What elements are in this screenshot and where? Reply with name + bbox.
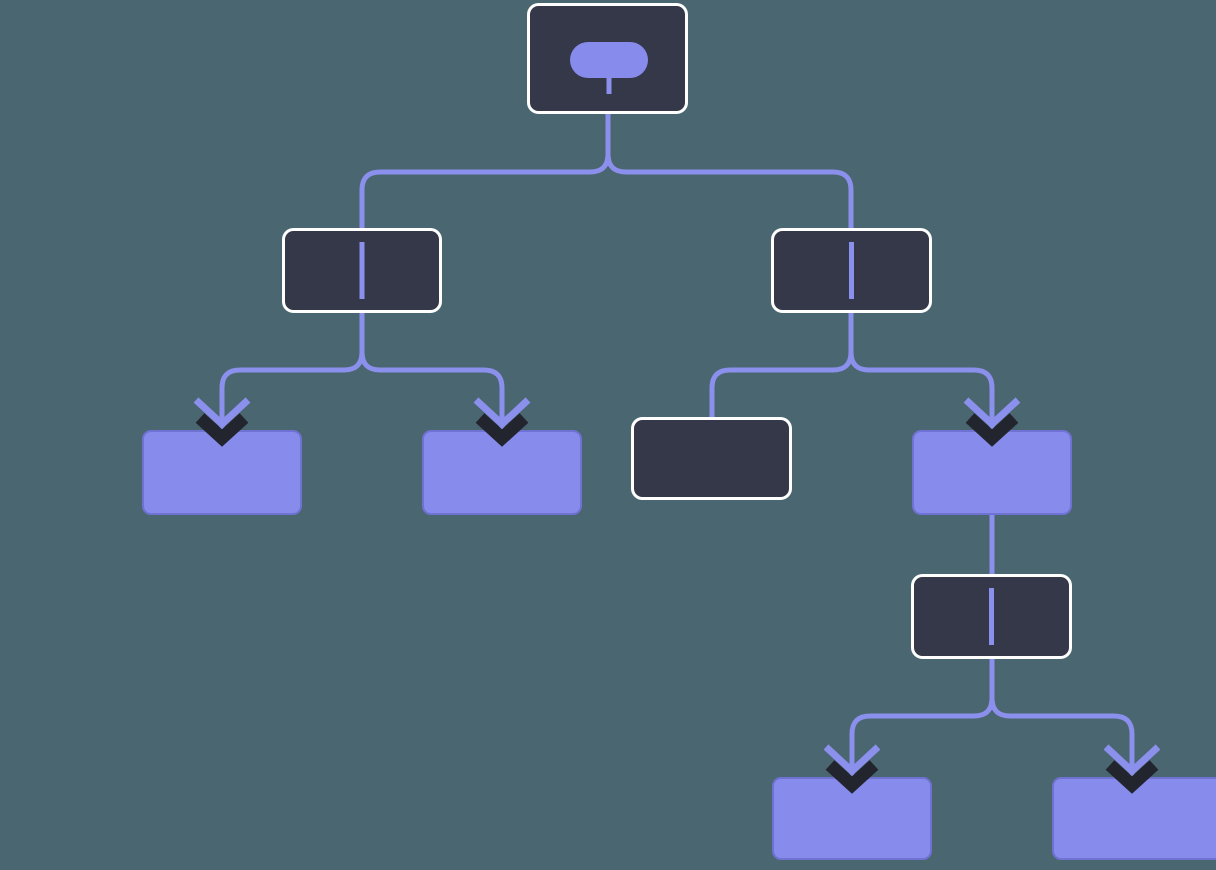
edge-level1left-to-leaf-a-arrowhead-fill <box>195 413 249 447</box>
edge-level1right-to-purple-node[interactable] <box>848 313 995 430</box>
edge-level1right-to-purple-node-arrowhead[interactable] <box>963 397 1021 447</box>
edge-level3-to-leaf-bottom-a-arrowhead[interactable] <box>823 744 881 794</box>
edge-level1left-to-leaf-b-arrowhead-fill <box>475 413 529 447</box>
level3-right-dark-node[interactable] <box>911 574 1072 659</box>
edge-level1left-to-leaf-b-arrowhead[interactable] <box>473 397 531 447</box>
edge-level3-to-leaf-bottom-b-arrowhead-outline <box>1103 744 1161 776</box>
edge-level1left-to-leaf-b-arrowhead-outline <box>473 397 531 429</box>
edge-level1left-to-leaf-a-arrowhead-outline <box>193 397 251 429</box>
edge-level3-to-leaf-bottom-b-arrowhead-fill <box>1105 760 1159 794</box>
edge-level1right-to-purple-node-arrowhead-outline <box>963 397 1021 429</box>
level1-left-node[interactable] <box>282 228 442 313</box>
edge-level3-to-leaf-bottom-b[interactable] <box>989 659 1135 777</box>
edge-root-to-level1-right[interactable] <box>605 114 854 228</box>
level2-right-dark-node[interactable] <box>631 417 792 500</box>
edges-layer <box>219 114 1135 777</box>
edge-level3-to-leaf-bottom-a-arrowhead-fill <box>825 760 879 794</box>
root-node[interactable] <box>527 3 688 114</box>
edge-level3-to-leaf-bottom-b-arrowhead[interactable] <box>1103 744 1161 794</box>
edge-level1right-to-purple-node-arrowhead-fill <box>965 413 1019 447</box>
root-node-pill-marker <box>570 42 648 78</box>
edge-level1left-to-leaf-a-arrowhead[interactable] <box>193 397 251 447</box>
level2-right-dark-node-shape[interactable] <box>631 417 792 500</box>
arrowheads-layer <box>193 397 1161 794</box>
edge-level3-to-leaf-bottom-a-arrowhead-outline <box>823 744 881 776</box>
nodes-layer <box>142 3 1216 860</box>
edge-level1left-to-leaf-b[interactable] <box>359 313 505 430</box>
level1-right-node[interactable] <box>771 228 932 313</box>
